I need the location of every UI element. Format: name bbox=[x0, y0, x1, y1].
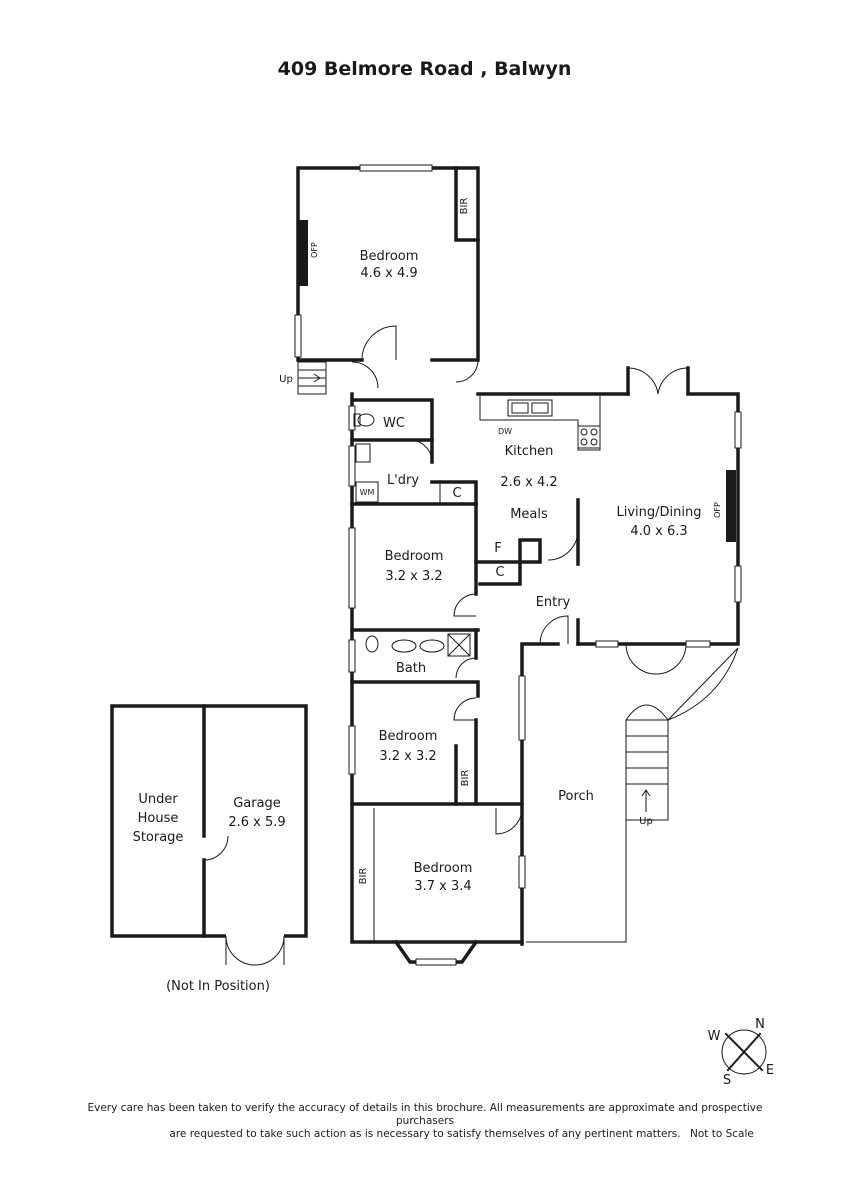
page-title: 409 Belmore Road , Balwyn bbox=[277, 58, 572, 80]
up-west-label: Up bbox=[279, 374, 293, 385]
bath-label: Bath bbox=[396, 661, 426, 676]
bedroom-1-size: 4.6 x 4.9 bbox=[360, 266, 417, 281]
living-size: 4.0 x 6.3 bbox=[630, 524, 687, 539]
west-steps bbox=[297, 361, 379, 395]
fireplace-2 bbox=[726, 470, 736, 542]
laundry-label: L'dry bbox=[387, 473, 419, 488]
garage bbox=[110, 704, 308, 966]
garage-label: Garage bbox=[233, 796, 281, 811]
bir-1-label: BIR bbox=[459, 198, 470, 215]
porch-label: Porch bbox=[558, 789, 594, 804]
compass-w: W bbox=[708, 1029, 721, 1044]
ofp-1-label: OFP bbox=[310, 242, 319, 258]
scale-note: Not to Scale bbox=[690, 1128, 754, 1140]
bedroom-4-label: Bedroom bbox=[414, 861, 473, 876]
wc-label: WC bbox=[383, 416, 405, 431]
storage-line2: House bbox=[138, 811, 179, 826]
bedroom-3-size: 3.2 x 3.2 bbox=[379, 749, 436, 764]
compass-s: S bbox=[723, 1073, 731, 1088]
floor-plan: Bedroom 4.6 x 4.9 BIR OFP Up WC L'dry WM… bbox=[110, 164, 774, 1088]
fixtures bbox=[353, 399, 601, 657]
up-porch-label: Up bbox=[639, 816, 653, 827]
storage-line1: Under bbox=[138, 792, 178, 807]
compass-n: N bbox=[755, 1017, 765, 1032]
living-label: Living/Dining bbox=[617, 505, 702, 520]
cupboard-meals-label: C bbox=[495, 565, 504, 580]
fireplace-1 bbox=[298, 220, 308, 286]
garage-size: 2.6 x 5.9 bbox=[228, 815, 285, 830]
porch bbox=[526, 647, 739, 943]
not-in-position-note: (Not In Position) bbox=[166, 979, 270, 994]
bedroom-4-size: 3.7 x 3.4 bbox=[414, 879, 471, 894]
disclaimer: Every care has been taken to verify the … bbox=[60, 1102, 790, 1141]
ofp-2-label: OFP bbox=[713, 502, 722, 518]
kitchen-label: Kitchen bbox=[505, 444, 554, 459]
storage-line3: Storage bbox=[133, 830, 184, 845]
compass bbox=[721, 1029, 767, 1075]
dw-label: DW bbox=[498, 427, 512, 436]
compass-e: E bbox=[766, 1063, 774, 1078]
fridge-label: F bbox=[494, 541, 501, 556]
disclaimer-line-1: Every care has been taken to verify the … bbox=[87, 1102, 763, 1127]
bir-3-label: BIR bbox=[460, 770, 471, 787]
bedroom-2-label: Bedroom bbox=[385, 549, 444, 564]
wm-label: WM bbox=[360, 488, 375, 497]
bedroom-3-label: Bedroom bbox=[379, 729, 438, 744]
bedroom-1-label: Bedroom bbox=[360, 249, 419, 264]
bedroom-2-size: 3.2 x 3.2 bbox=[385, 569, 442, 584]
meals-label: Meals bbox=[510, 507, 548, 522]
cupboard-laundry-label: C bbox=[452, 486, 461, 501]
bedroom-1-walls bbox=[294, 164, 480, 383]
entry-label: Entry bbox=[536, 595, 571, 610]
bir-4-label: BIR bbox=[358, 868, 369, 885]
disclaimer-line-2: are requested to take such action as is … bbox=[169, 1128, 681, 1140]
kitchen-size: 2.6 x 4.2 bbox=[500, 475, 557, 490]
